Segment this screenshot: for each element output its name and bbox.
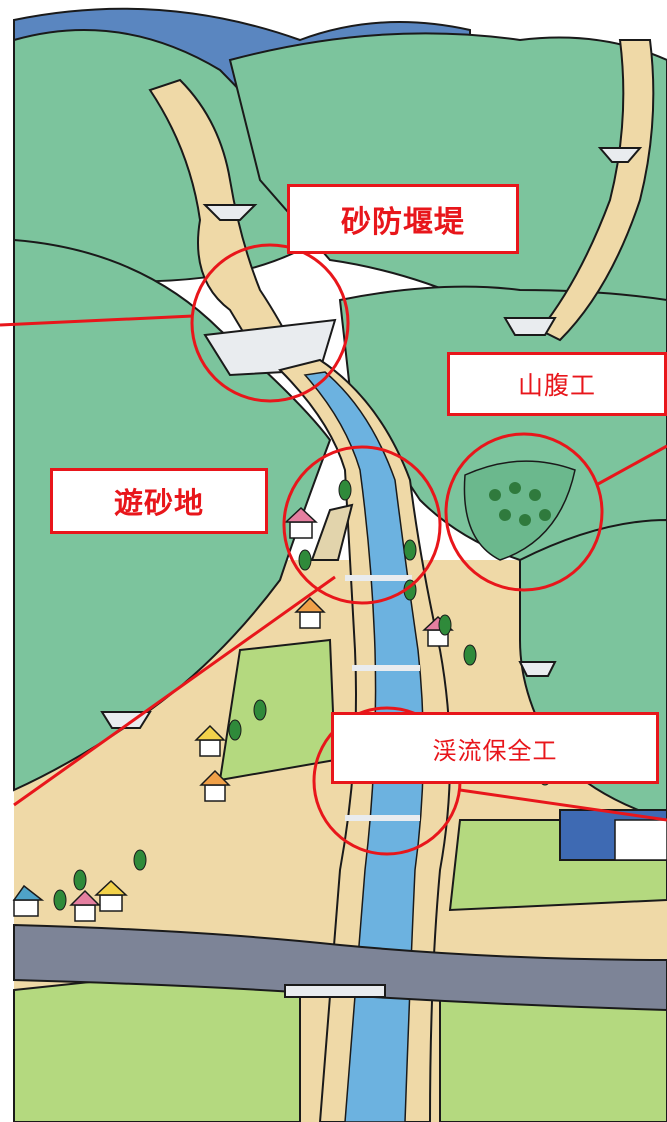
label-sand-basin: 遊砂地 <box>50 468 268 534</box>
label-hillside-works: 山腹工 <box>447 352 667 416</box>
house <box>94 879 128 912</box>
road <box>13 923 667 1012</box>
leader-line <box>597 444 667 486</box>
highlight-circle-sabo-dam <box>190 243 350 403</box>
factory <box>559 809 667 861</box>
house <box>194 724 226 757</box>
house <box>69 889 101 922</box>
highlight-circle-hillside <box>444 432 604 592</box>
dam-right <box>503 317 557 336</box>
house <box>284 506 318 539</box>
house <box>294 596 326 629</box>
highlight-circle-sand-basin <box>282 445 442 605</box>
label-sabo-dam: 砂防堰堤 <box>287 184 519 254</box>
house <box>199 769 231 802</box>
dam-upper-right <box>597 147 643 163</box>
leader-line <box>459 788 667 822</box>
dam-upper-left <box>202 204 258 221</box>
bridge <box>284 984 386 998</box>
house <box>12 884 45 917</box>
leader-line <box>13 575 336 807</box>
label-stream-conservation: 渓流保全工 <box>331 712 659 784</box>
sand-basin-wall <box>310 503 354 561</box>
hillside-terraces <box>463 460 576 561</box>
dam-right-lower <box>518 661 557 677</box>
leader-line <box>0 314 194 327</box>
